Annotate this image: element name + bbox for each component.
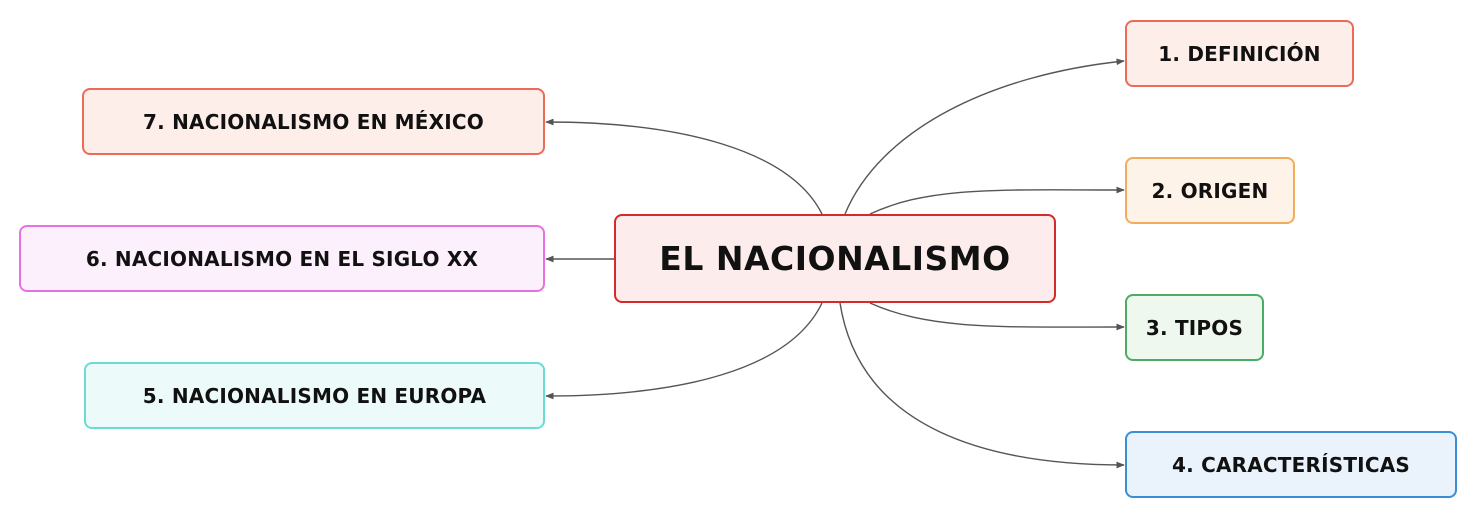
topic-nacionalismo-siglo-xx[interactable]: 6. NACIONALISMO EN EL SIGLO XX [19,225,545,292]
topic-origen[interactable]: 2. ORIGEN [1125,157,1295,224]
topic-nacionalismo-europa[interactable]: 5. NACIONALISMO EN EUROPA [84,362,545,429]
connector-3 [869,302,1125,331]
topic-tipos[interactable]: 3. TIPOS [1125,294,1264,361]
connector-4 [839,302,1125,469]
connector-7 [545,118,823,215]
topic-nacionalismo-mexico[interactable]: 7. NACIONALISMO EN MÉXICO [82,88,545,155]
topic-caracteristicas[interactable]: 4. CARACTERÍSTICAS [1125,431,1457,498]
topic-definicion[interactable]: 1. DEFINICIÓN [1125,20,1354,87]
connector-2 [869,186,1125,215]
connector-5 [545,302,823,400]
connector-1 [844,58,1125,215]
central-topic[interactable]: EL NACIONALISMO [614,214,1056,303]
